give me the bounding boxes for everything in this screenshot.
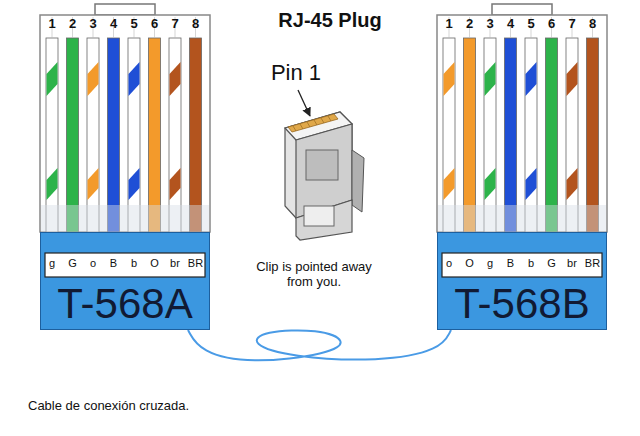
color-code: B bbox=[501, 257, 521, 270]
wire bbox=[108, 38, 120, 232]
wire bbox=[525, 38, 537, 232]
wire-stripe bbox=[485, 62, 496, 96]
color-code: o bbox=[83, 257, 103, 270]
wire-stripe bbox=[526, 62, 537, 96]
pin1-leader bbox=[298, 90, 310, 116]
rj45-plug-icon bbox=[285, 112, 364, 240]
color-code: G bbox=[542, 257, 562, 270]
plug-lower-band bbox=[438, 205, 606, 232]
standard-name: T-568B bbox=[454, 281, 589, 327]
color-code: B bbox=[104, 257, 124, 270]
color-code: br bbox=[562, 257, 582, 270]
pin-number: 6 bbox=[145, 17, 165, 32]
pin-number: 6 bbox=[542, 17, 562, 32]
wire-stripe bbox=[170, 62, 181, 96]
wire bbox=[546, 38, 558, 232]
color-code: br bbox=[165, 257, 185, 270]
pin-number: 5 bbox=[521, 17, 541, 32]
pin-number: 7 bbox=[562, 17, 582, 32]
color-code: b bbox=[124, 257, 144, 270]
wire-stripe bbox=[444, 168, 455, 200]
orientation-note: Clip is pointed away from you. bbox=[252, 260, 376, 290]
pin-number: 2 bbox=[63, 17, 83, 32]
wire-stripe bbox=[567, 62, 578, 96]
wire-stripe bbox=[129, 62, 140, 96]
patch-cable bbox=[188, 330, 451, 360]
wire-group bbox=[46, 17, 599, 232]
pin-number: 7 bbox=[165, 17, 185, 32]
wire-stripe bbox=[444, 62, 455, 96]
wire-stripe bbox=[526, 168, 537, 200]
plug-body-a bbox=[40, 4, 210, 232]
wire-stripe bbox=[170, 168, 181, 200]
pin-number: 1 bbox=[42, 17, 62, 32]
standard-name: T-568A bbox=[57, 281, 192, 327]
wire bbox=[67, 38, 79, 232]
color-code: g bbox=[42, 257, 62, 270]
wire-stripe bbox=[47, 168, 58, 200]
pin-number: 4 bbox=[104, 17, 124, 32]
wire bbox=[587, 38, 599, 232]
wire-stripe bbox=[47, 62, 58, 96]
wire-stripe bbox=[88, 168, 99, 200]
wire-stripe bbox=[129, 168, 140, 200]
color-code-strip bbox=[45, 253, 205, 277]
pin-number: 4 bbox=[501, 17, 521, 32]
connector-boot: T-568A bbox=[40, 232, 210, 330]
color-code: BR bbox=[583, 257, 603, 270]
wire bbox=[149, 38, 161, 232]
pin-number: 1 bbox=[439, 17, 459, 32]
color-code: G bbox=[63, 257, 83, 270]
color-code: O bbox=[460, 257, 480, 270]
connector-boot: T-568B bbox=[437, 232, 607, 330]
color-code: O bbox=[145, 257, 165, 270]
wire bbox=[505, 38, 517, 232]
pin-number: 3 bbox=[480, 17, 500, 32]
wire-stripe bbox=[88, 62, 99, 96]
wire bbox=[443, 38, 455, 232]
wire bbox=[87, 38, 99, 232]
pin-number: 3 bbox=[83, 17, 103, 32]
color-code: BR bbox=[186, 257, 206, 270]
figure-caption: Cable de conexión cruzada. bbox=[28, 398, 189, 413]
pin-number: 5 bbox=[124, 17, 144, 32]
wire bbox=[169, 38, 181, 232]
wire bbox=[46, 38, 58, 232]
pin-number: 8 bbox=[186, 17, 206, 32]
diagram-title: RJ-45 Plug bbox=[250, 9, 410, 32]
wire bbox=[128, 38, 140, 232]
color-code-strip bbox=[442, 253, 602, 277]
wire-stripe bbox=[485, 168, 496, 200]
wire bbox=[190, 38, 202, 232]
plug-body-b bbox=[437, 4, 607, 232]
color-code: g bbox=[480, 257, 500, 270]
wire bbox=[566, 38, 578, 232]
wire bbox=[484, 38, 496, 232]
pin-number: 8 bbox=[583, 17, 603, 32]
color-code: b bbox=[521, 257, 541, 270]
plug-lower-band bbox=[41, 205, 209, 232]
wire bbox=[464, 38, 476, 232]
pin-callout: Pin 1 bbox=[256, 60, 336, 85]
color-code: o bbox=[439, 257, 459, 270]
wire-stripe bbox=[567, 168, 578, 200]
pin-number: 2 bbox=[460, 17, 480, 32]
